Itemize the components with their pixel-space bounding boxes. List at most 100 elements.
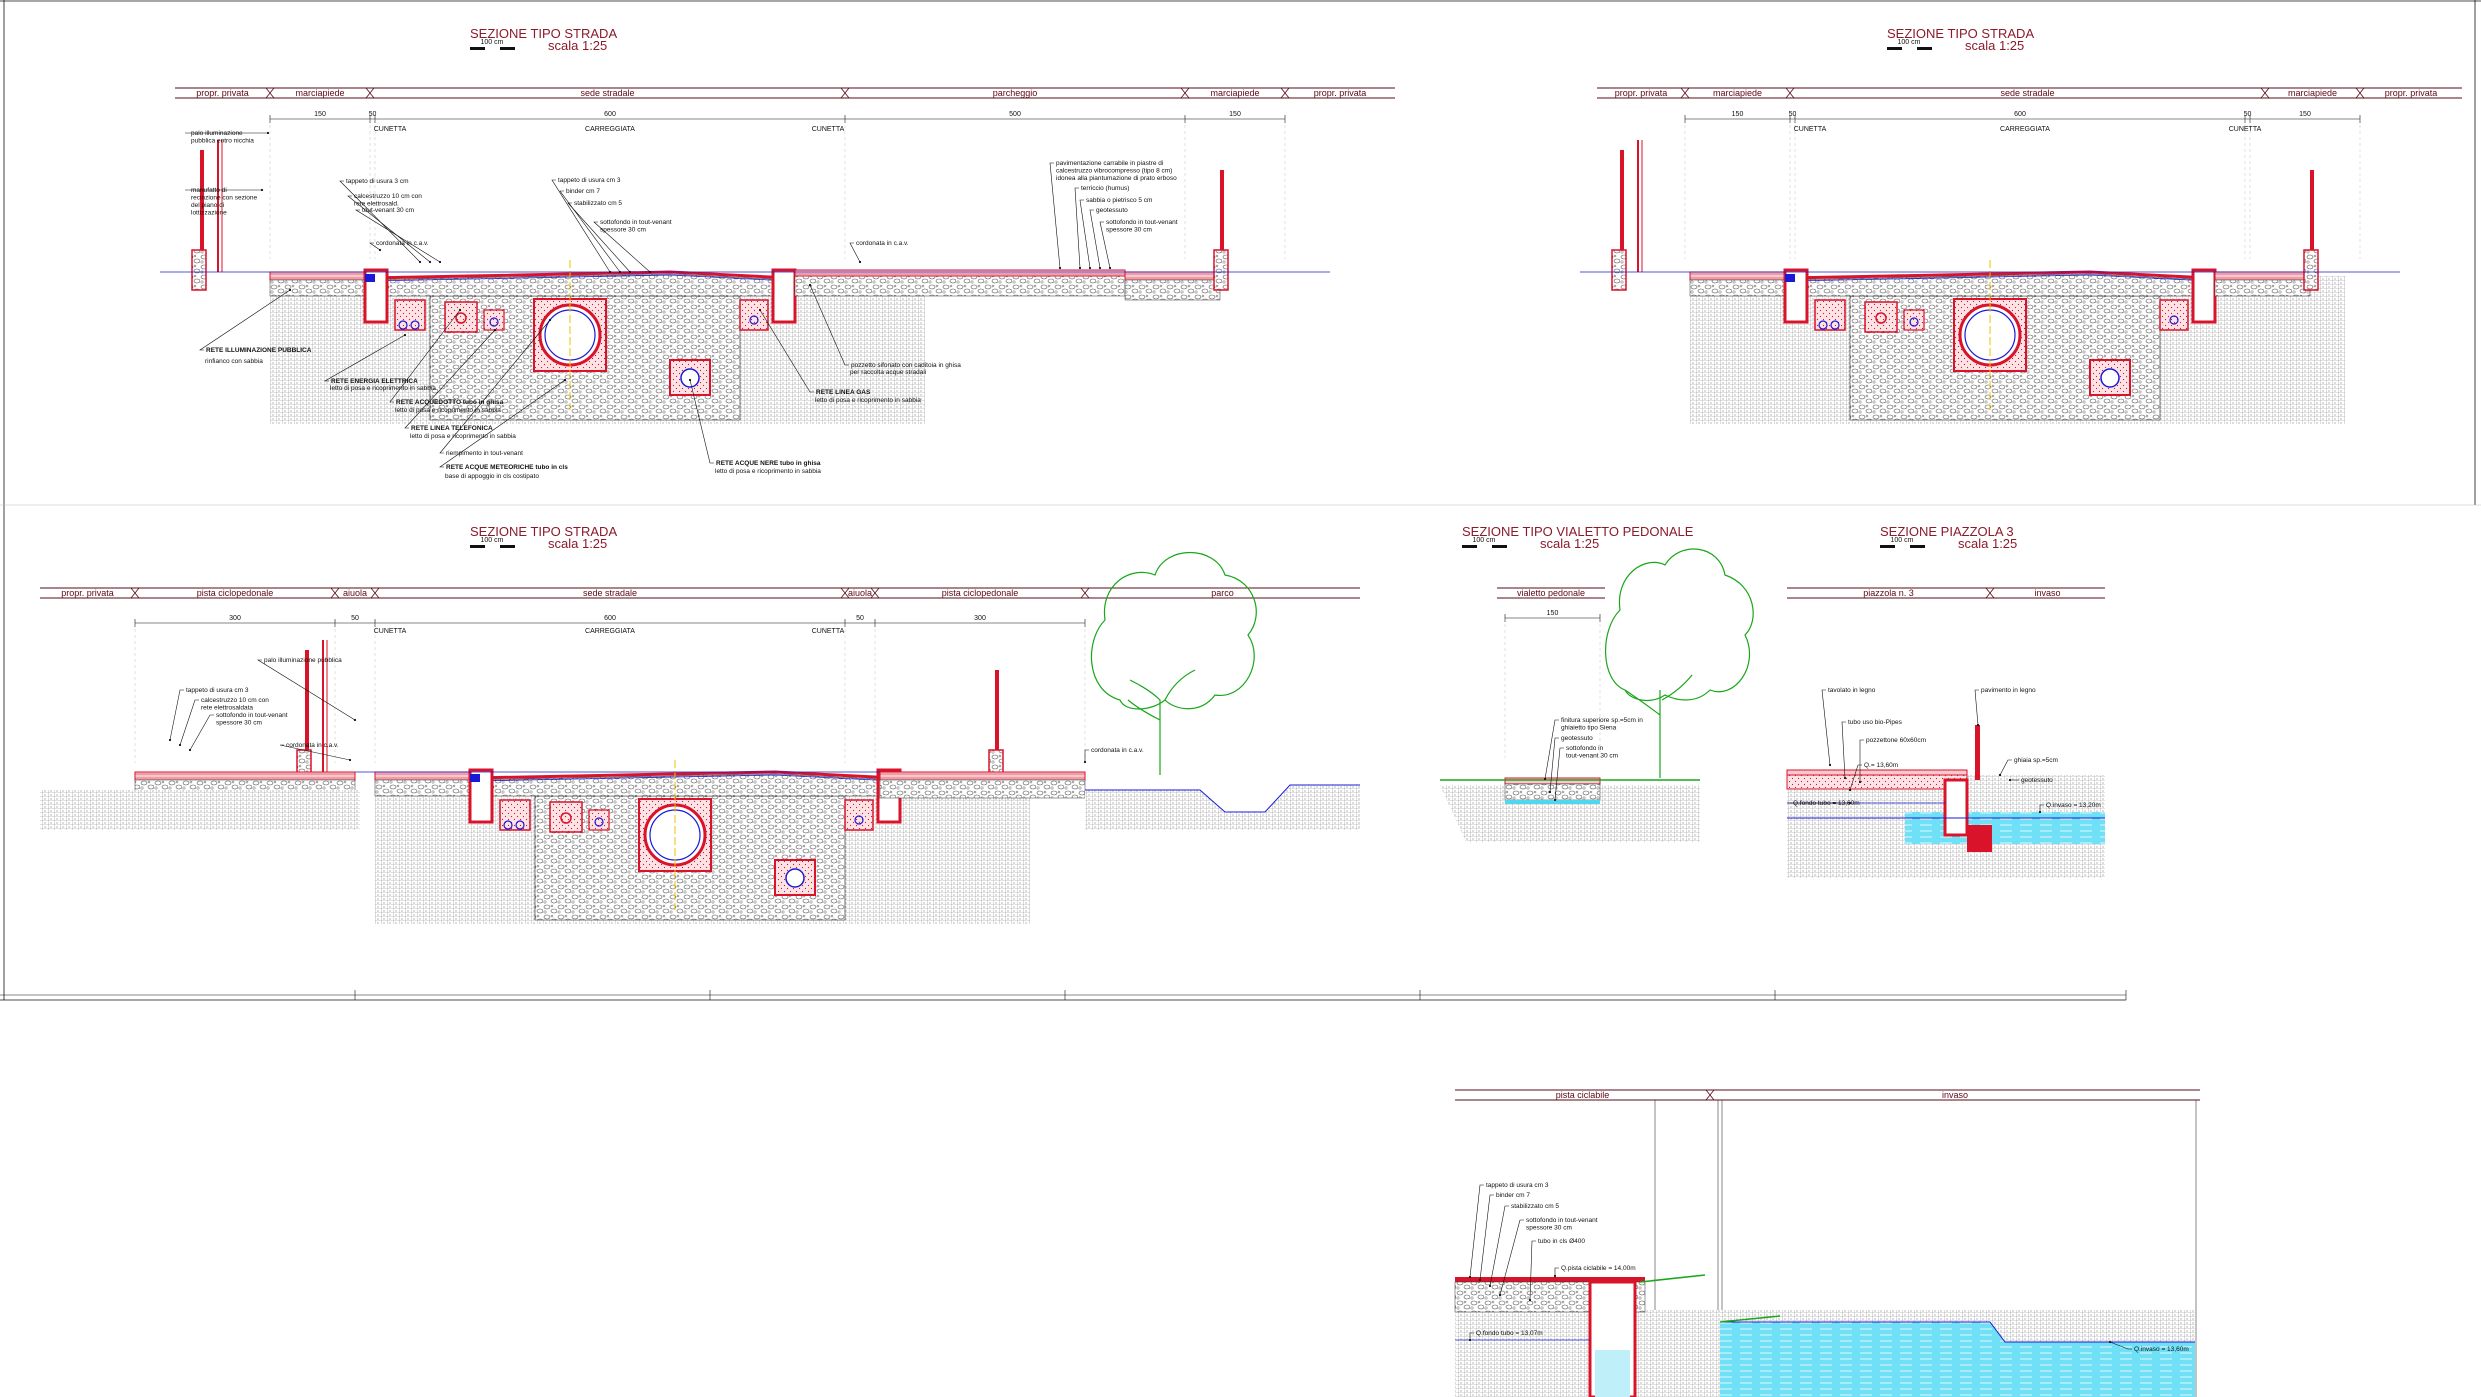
leader-line xyxy=(323,334,406,382)
leader-line xyxy=(1489,1205,1509,1287)
leader-line xyxy=(279,744,351,761)
fence-post xyxy=(1620,150,1624,250)
leader-dot xyxy=(1543,777,1547,781)
band-divider xyxy=(365,87,375,99)
curb-right xyxy=(2191,268,2217,324)
curb-left xyxy=(1783,268,1809,324)
band-divider xyxy=(1280,87,1290,99)
band-label: propr. privata xyxy=(2385,88,2438,98)
annotation-text: ghiaia sp.=5cm xyxy=(2014,757,2058,764)
dimension-value: 600 xyxy=(604,615,616,622)
leader-line xyxy=(1049,162,1061,269)
deck-board xyxy=(1786,769,1968,776)
leader-line xyxy=(1974,689,1979,726)
annotation-text: recinzione con sezione xyxy=(191,195,258,202)
fence-post xyxy=(200,150,204,250)
annotation-text: tout-venant 30 cm xyxy=(362,207,414,214)
leader-dot xyxy=(628,270,632,274)
annotation-text: tappeto di usura cm 3 xyxy=(186,687,249,694)
annotation-text: RETE ACQUEDOTTO tubo in ghisa xyxy=(396,399,504,406)
leader-dot xyxy=(438,260,442,264)
scale-bar-gap xyxy=(1902,47,1917,50)
leader-dot xyxy=(1058,266,1062,270)
leader-dot xyxy=(1976,723,1980,727)
electric-conduit xyxy=(503,820,513,830)
park-ground xyxy=(1085,785,1360,830)
leader-line xyxy=(1549,737,1559,793)
band-divider xyxy=(2260,87,2270,99)
annotation-text: cordonata in c.a.v. xyxy=(286,742,339,749)
leader-line xyxy=(1544,719,1559,780)
section-title: SEZIONE TIPO STRADA xyxy=(470,524,617,539)
leader-line xyxy=(2109,1341,2132,1350)
park-ground-line xyxy=(1085,784,1360,813)
sewer-pipe xyxy=(2100,368,2120,388)
band-divider xyxy=(1785,87,1795,99)
band-label: sede stradale xyxy=(583,588,637,598)
scale-label: scala 1:25 xyxy=(548,536,607,551)
annotation-text: tubo uso bio-Pipes xyxy=(1848,719,1903,726)
band-label: aiuola xyxy=(343,588,367,598)
annotation-text: spessore 30 cm xyxy=(1106,227,1152,234)
tree-canopy xyxy=(1604,548,1754,702)
utility-trench-3 xyxy=(483,309,505,331)
scale-label: scala 1:25 xyxy=(1540,536,1599,551)
leader-line xyxy=(1089,209,1101,269)
leader-dot xyxy=(563,378,567,382)
annotation-text: per raccolta acque stradali xyxy=(850,369,926,376)
scale-label: scala 1:25 xyxy=(1965,38,2024,53)
section-title: SEZIONE PIAZZOLA 3 xyxy=(1880,524,2014,539)
annotation-text: manufatto di xyxy=(191,187,227,194)
leader-line xyxy=(1079,199,1091,269)
leader-dot xyxy=(758,308,762,312)
utility-trench-1 xyxy=(394,299,426,331)
gas-trench xyxy=(2159,299,2189,331)
water-pipe xyxy=(1875,312,1887,324)
band-label: propr. privata xyxy=(196,88,249,98)
leader-dot xyxy=(858,260,862,264)
annotation-text: geotessuto xyxy=(1096,207,1128,214)
leader-dot xyxy=(1553,1274,1557,1278)
dimension-value: 50 xyxy=(2244,111,2252,118)
band-label: propr. privata xyxy=(1615,88,1668,98)
leader-dot xyxy=(1108,266,1112,270)
annotation-text: lottizzazione xyxy=(191,210,227,217)
annotation-text: geotessuto xyxy=(2021,777,2053,784)
telephone-conduit xyxy=(1909,317,1919,327)
tree-icon xyxy=(1090,552,1257,775)
leader-dot xyxy=(1858,780,1862,784)
cunetta-label: CUNETTA xyxy=(374,126,407,133)
leader-line xyxy=(169,689,184,741)
ground-hatch-left xyxy=(40,790,360,830)
annotation-text: spessore 30 cm xyxy=(216,720,262,727)
dimension-value: 50 xyxy=(856,615,864,622)
cunetta-label: CUNETTA xyxy=(2229,126,2262,133)
fence-post xyxy=(305,650,309,750)
band-label: propr. privata xyxy=(1314,88,1367,98)
leader-dot xyxy=(1088,266,1092,270)
leader-dot xyxy=(458,308,462,312)
asphalt-layer xyxy=(1455,1277,1645,1282)
gas-trench xyxy=(844,799,874,831)
annotation-text: sabbia o pietrisco 5 cm xyxy=(1086,197,1152,204)
band-divider xyxy=(1705,1089,1715,1101)
annotation-text: idonea alla piantumazione di prato erbos… xyxy=(1056,175,1177,182)
leader-line xyxy=(559,190,621,273)
annotation-text: base di appoggio in cls costipato xyxy=(445,473,539,480)
annotation-text: letto di posa e ricoprimento in sabbia xyxy=(815,397,921,404)
electric-conduit-2 xyxy=(1830,320,1840,330)
utility-trench-1 xyxy=(499,799,531,831)
leader-dot xyxy=(1078,266,1082,270)
annotation-text: geotessuto xyxy=(1561,735,1593,742)
band-label: marciapiede xyxy=(1713,88,1762,98)
annotation-text: cordonata in c.a.v. xyxy=(376,240,429,247)
fence-base xyxy=(191,249,207,291)
band-label: sede stradale xyxy=(2000,88,2054,98)
dimension-value: 150 xyxy=(1229,111,1241,118)
annotation-text: calcestruzzo vibrocompresso (tipo 8 cm) xyxy=(1056,168,1172,175)
annotation-text: tubo in cls Ø400 xyxy=(1538,1238,1585,1245)
annotation-text: stabilizzato cm 5 xyxy=(574,200,622,207)
annotation-text: letto di posa e ricoprimento in sabbia xyxy=(330,385,436,392)
annotation-text: RETE ILLUMINAZIONE PUBBLICA xyxy=(206,347,312,354)
